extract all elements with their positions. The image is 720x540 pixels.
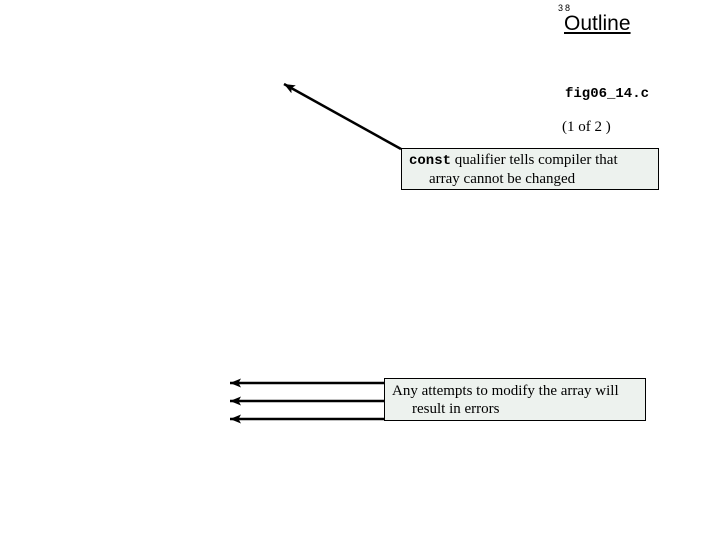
arrow-to-code-upper: [283, 82, 402, 151]
callout-line-1: const qualifier tells compiler that: [409, 151, 658, 170]
callout-line-1: Any attempts to modify the array will: [392, 383, 619, 399]
page-number: 38: [558, 3, 573, 13]
figure-part-indicator: (1 of 2 ): [562, 119, 611, 135]
callout-const-qualifier: const qualifier tells compiler that arra…: [401, 148, 659, 190]
callout-const-text: qualifier tells compiler that: [451, 152, 618, 168]
callout-line-2: array cannot be changed: [429, 171, 576, 187]
figure-filename: fig06_14.c: [565, 86, 650, 102]
page-title: Outline: [564, 12, 631, 35]
callout-line-2: result in errors: [412, 401, 500, 417]
const-keyword: const: [409, 153, 452, 169]
callout-modify-warning: Any attempts to modify the array will re…: [384, 378, 646, 421]
